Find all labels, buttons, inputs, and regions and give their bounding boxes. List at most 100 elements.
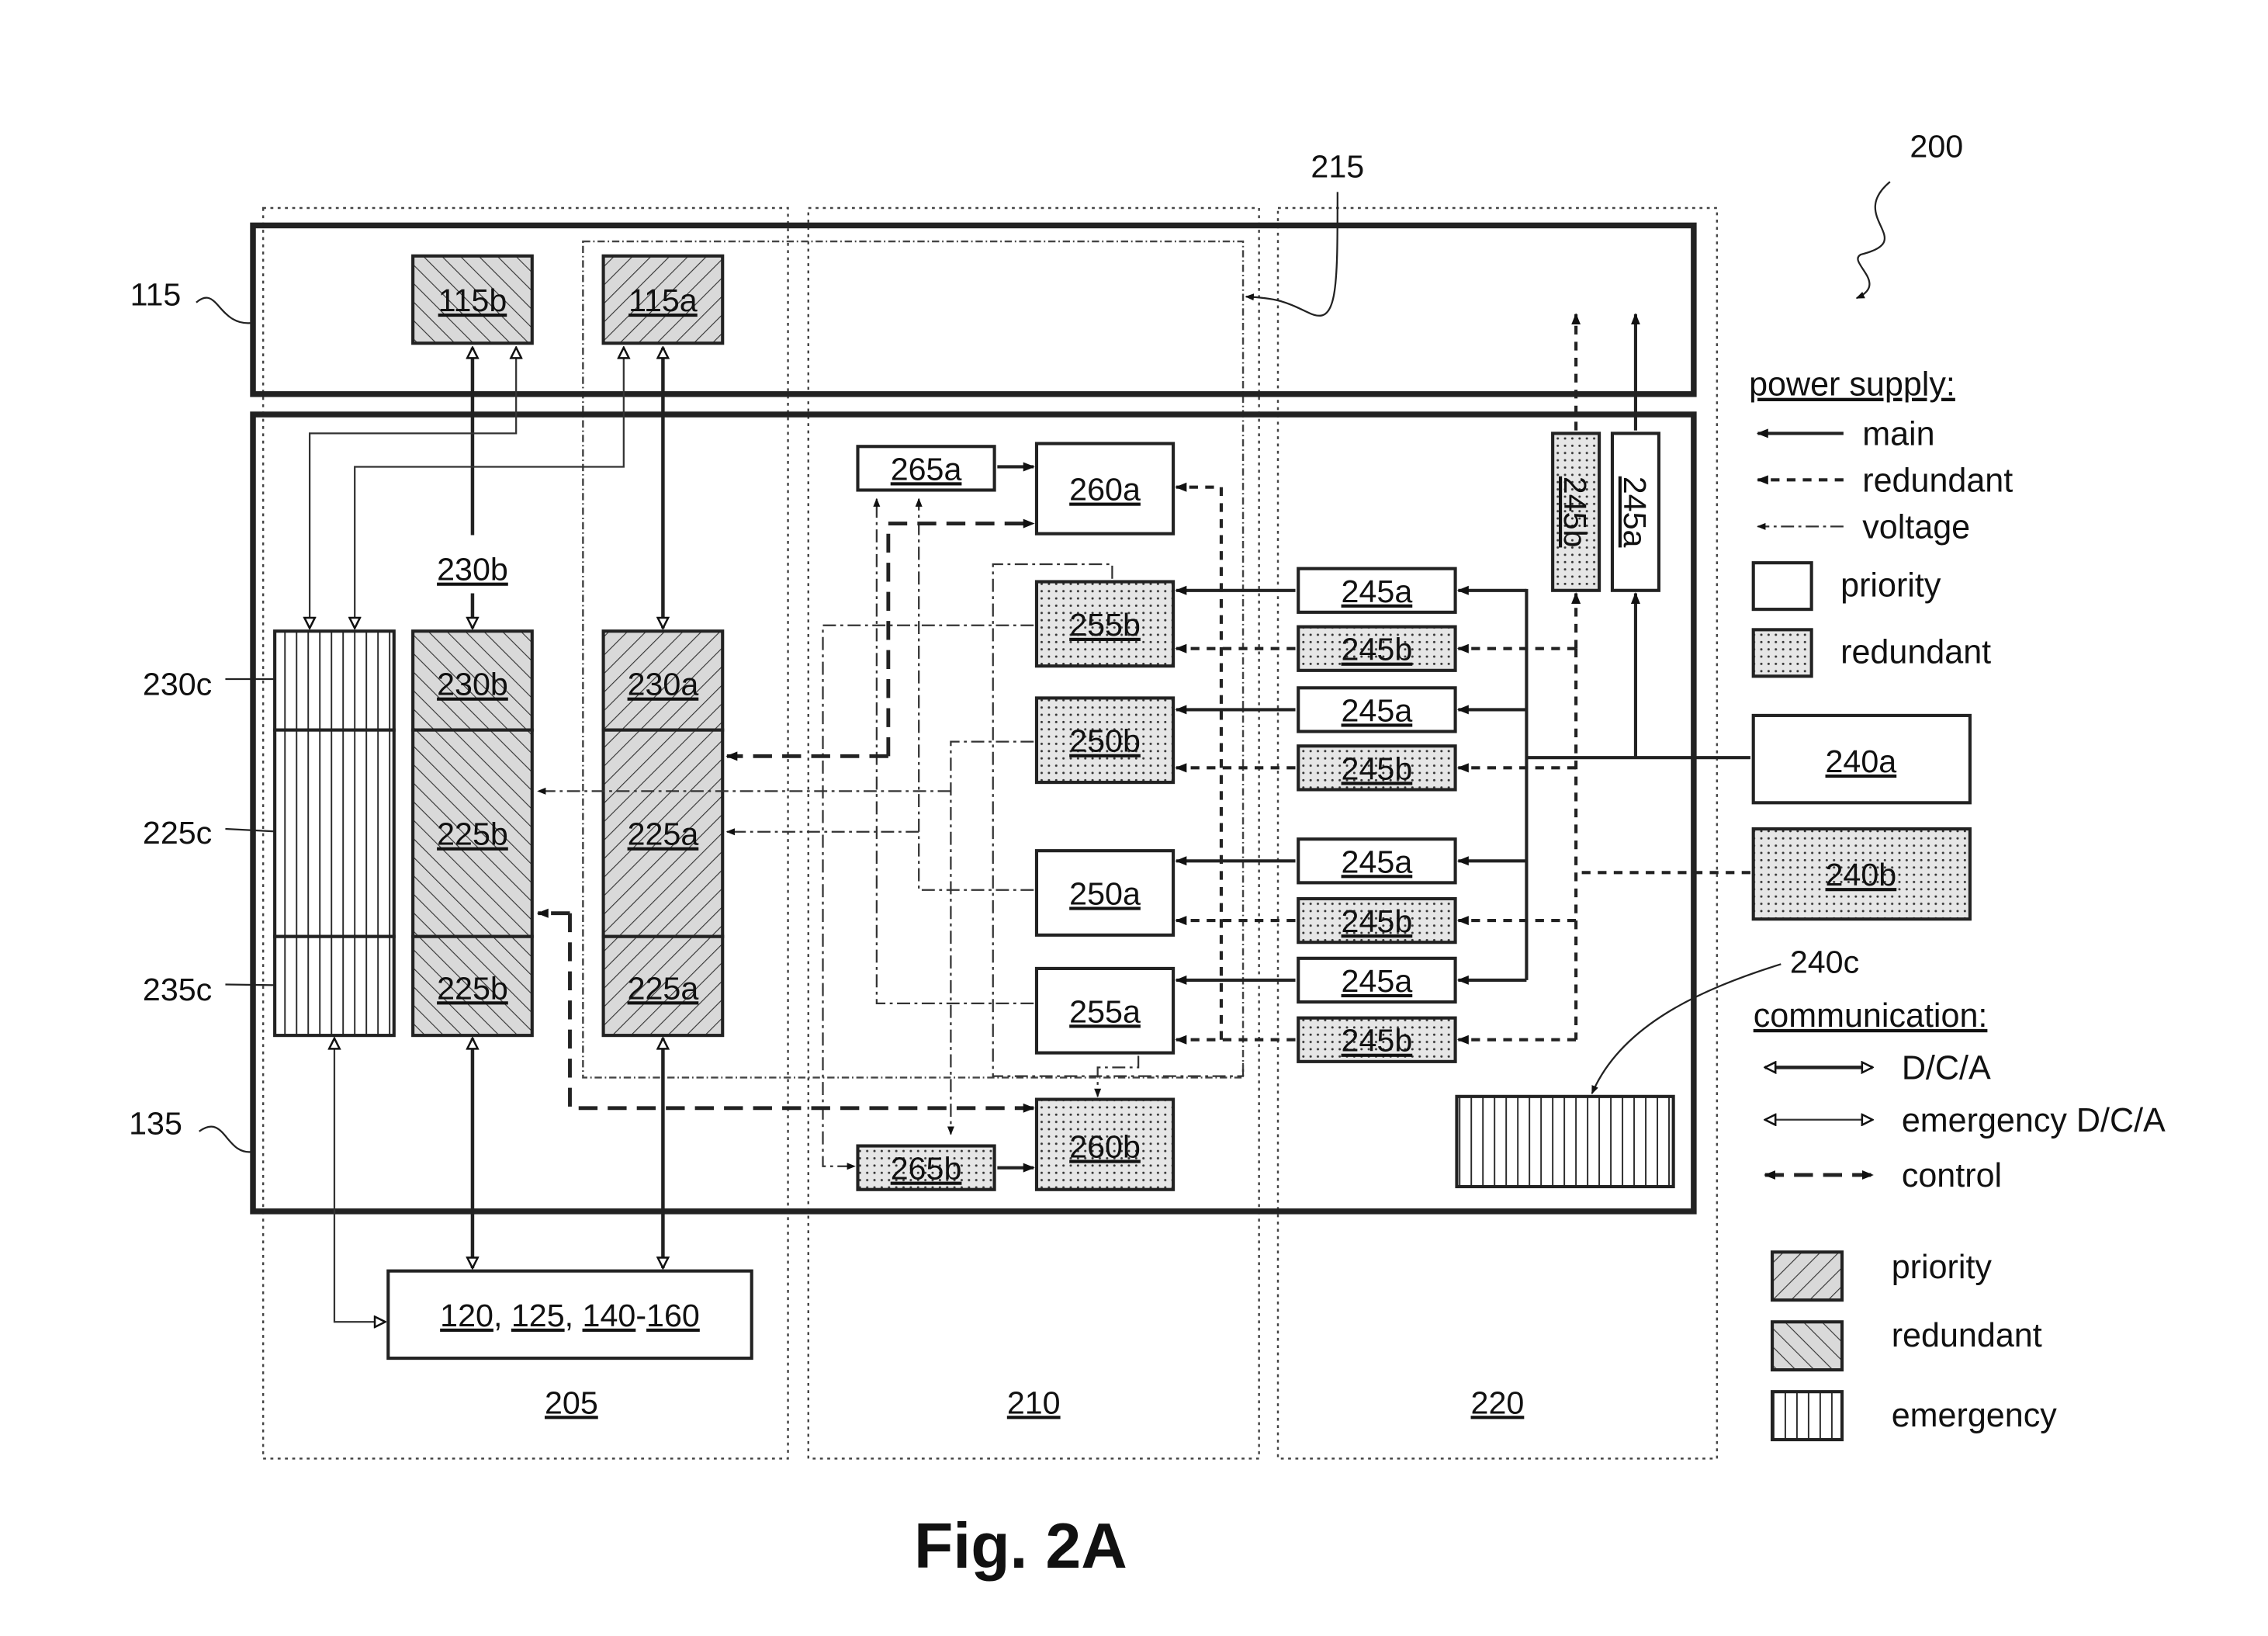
legend-priority-fill-label: priority (1892, 1249, 1993, 1286)
legend-dca-label: D/C/A (1902, 1049, 1991, 1087)
box-240b-label: 240b (1826, 857, 1897, 893)
region-205-label: 205 (545, 1385, 598, 1420)
box-250a-label: 250a (1069, 875, 1141, 911)
emergency-stack-top (273, 629, 396, 732)
box-260b-label: 260b (1069, 1129, 1141, 1165)
ref-225c: 225c (143, 815, 212, 851)
ref-215-leader (1245, 192, 1338, 317)
box-265b-label: 265b (891, 1151, 962, 1187)
legend-priority-swatch (1751, 561, 1813, 612)
row-245b-4: 245b (1297, 1016, 1457, 1063)
box-115b (411, 254, 534, 345)
box-260a (1034, 442, 1176, 536)
box-265b (856, 1144, 996, 1191)
box-245a-vertical (1610, 432, 1660, 592)
box-115b-label: 115b (438, 282, 507, 318)
ref-135-leader (199, 1125, 254, 1153)
ref-240c-leader (1591, 963, 1782, 1095)
region-220: 220 (1276, 206, 1719, 1460)
ref-235c: 235c (143, 972, 212, 1007)
box-225a-lower-label: 225a (628, 970, 699, 1006)
legend-priority-fill-swatch (1771, 1250, 1844, 1302)
emergency-link-235c-bottom (334, 1038, 386, 1322)
box-230b (411, 629, 534, 732)
redundant-power-lines (1175, 313, 1750, 1045)
box-225b (411, 728, 534, 938)
row-245a-4: 245a (1297, 956, 1457, 1004)
row-245b-1: 245b (1297, 625, 1457, 672)
box-245b-4-label: 245b (1342, 1023, 1413, 1059)
box-245b-vertical (1551, 432, 1601, 592)
box-265a (856, 445, 996, 492)
box-250b-label: 250b (1069, 723, 1141, 759)
box-245a-vertical-label: 245a (1617, 477, 1653, 548)
box-120-125-140-160-label: 120, 125, 140-160 (440, 1298, 700, 1333)
box-225b-lower (411, 934, 534, 1038)
region-210-label: 210 (1007, 1385, 1061, 1420)
box-240b (1751, 827, 1972, 921)
legend-comm-title: communication: (1754, 997, 1988, 1035)
figure-caption: Fig. 2A (914, 1510, 1127, 1582)
box-245a-3-label: 245a (1342, 844, 1413, 879)
legend-control-label: control (1902, 1157, 2002, 1194)
ref-215: 215 (1311, 149, 1364, 185)
box-225b-lower-label: 225b (437, 970, 508, 1006)
emergency-stack-middle (273, 728, 396, 938)
legend-fills: priority redundant emergency (1771, 1249, 2058, 1442)
box-120-125-140-160 (386, 1269, 753, 1360)
box-225a-lower (601, 934, 725, 1038)
box-250a (1034, 849, 1176, 937)
box-245a-1-label: 245a (1342, 574, 1413, 609)
voltage-lines (537, 497, 1245, 1170)
control-lines (536, 518, 1035, 1113)
ref-240c: 240c (1790, 945, 1859, 980)
legend-redundant-box-label: redundant (1840, 633, 1991, 671)
legend-priority-label: priority (1840, 567, 1941, 604)
legend-emergency-dca-label: emergency D/C/A (1902, 1102, 2166, 1139)
box-255b-label: 255b (1069, 607, 1141, 643)
figure-leader (1855, 181, 1891, 300)
box-230a-label: 230a (628, 667, 699, 702)
row-245b-3: 245b (1297, 896, 1457, 945)
main-power-lines (997, 313, 1750, 1173)
region-215 (582, 240, 1245, 1079)
legend-power-supply: power supply: main redundant voltage pri… (1749, 366, 2013, 678)
block-135 (250, 411, 1697, 1215)
box-240a-label: 240a (1826, 743, 1897, 779)
legend-redundant-swatch (1751, 628, 1813, 678)
ref-230b-top: 230b (437, 552, 508, 588)
box-240c-emergency (1455, 1094, 1675, 1189)
ref-115: 115 (130, 277, 182, 313)
row-245a-2: 245a (1297, 686, 1457, 733)
region-210: 210 (807, 206, 1260, 1460)
legend-redundant-fill-label: redundant (1892, 1317, 2042, 1354)
box-245b-3-label: 245b (1342, 903, 1413, 939)
box-225b-label: 225b (437, 816, 508, 852)
box-225a (601, 728, 725, 938)
legend-communication: communication: D/C/A emergency D/C/A con… (1754, 997, 2166, 1194)
block-115 (250, 222, 1697, 397)
box-245a-2-label: 245a (1342, 692, 1413, 728)
figure-number: 200 (1910, 128, 1963, 164)
legend-main-label: main (1862, 415, 1934, 452)
box-260a-label: 260a (1069, 472, 1141, 508)
box-250b (1034, 696, 1176, 785)
box-115a-label: 115a (628, 282, 698, 318)
box-255b (1034, 580, 1176, 668)
ref-115-leader (196, 296, 254, 324)
region-205: 205 (261, 206, 789, 1460)
legend-redundant-label: redundant (1862, 462, 2013, 499)
box-240a (1751, 713, 1972, 805)
legend-voltage-label: voltage (1862, 508, 1970, 546)
box-245a-4-label: 245a (1342, 963, 1413, 999)
box-245b-1-label: 245b (1342, 632, 1413, 667)
row-245a-3: 245a (1297, 837, 1457, 885)
box-255a (1034, 966, 1176, 1055)
legend-redundant-fill-swatch (1771, 1320, 1844, 1372)
box-115a (601, 254, 725, 345)
legend-emergency-fill-label: emergency (1892, 1397, 2058, 1434)
row-245a-1: 245a (1297, 567, 1457, 614)
legend-emergency-fill-swatch (1771, 1390, 1844, 1442)
ref-135: 135 (129, 1106, 182, 1142)
box-265a-label: 265a (891, 451, 962, 487)
